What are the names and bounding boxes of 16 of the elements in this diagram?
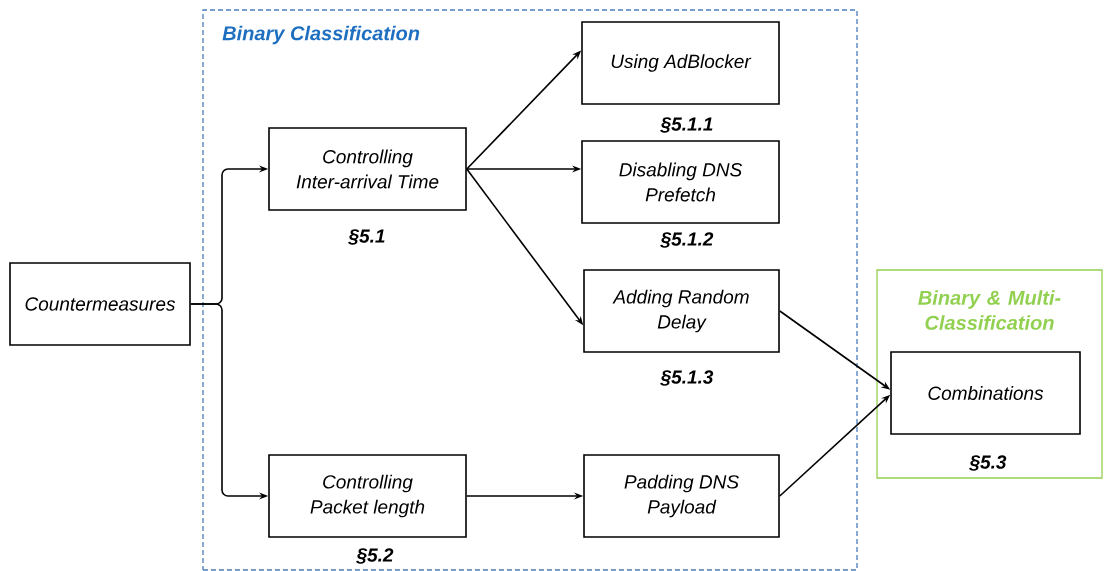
section-label: §5.1: [348, 229, 385, 245]
process-box: Combinations: [890, 351, 1081, 435]
section-label: §5.3: [969, 455, 1007, 471]
section-label: §5.2: [356, 548, 394, 564]
section-label: §5.1.3: [660, 370, 714, 386]
process-box: Using AdBlocker: [581, 21, 780, 105]
process-box: Padding DNS Payload: [583, 454, 780, 538]
section-label: §5.1.1: [660, 117, 713, 133]
group-heading: Binary & Multi-Classification: [918, 290, 1061, 330]
process-box: Controlling Packet length: [268, 454, 467, 538]
process-box: Countermeasures: [9, 262, 191, 346]
process-box: Adding Random Delay: [583, 269, 780, 353]
process-box: Disabling DNS Prefetch: [581, 140, 780, 224]
process-box: Controlling Inter-arrival Time: [268, 127, 467, 211]
section-label: §5.1.2: [660, 232, 714, 248]
group-heading: Binary Classification: [222, 25, 420, 45]
